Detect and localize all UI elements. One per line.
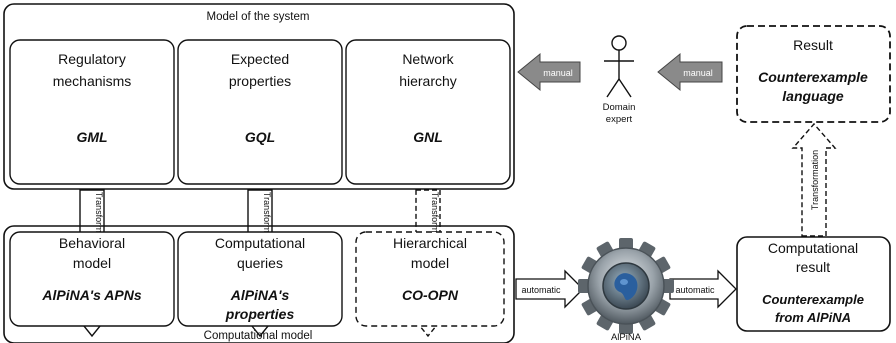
queries-line2: queries xyxy=(237,255,283,271)
apns-label: AlPiNA's APNs xyxy=(41,287,141,303)
properties-label-1: AlPiNA's xyxy=(230,287,290,303)
expected-line2: properties xyxy=(229,73,291,89)
stick-figure-icon xyxy=(604,35,634,98)
network-line1: Network xyxy=(402,51,454,67)
transformation-label-3: Transformation xyxy=(430,192,440,252)
system-model-title: Model of the system xyxy=(207,11,310,23)
result-line1: Counterexample xyxy=(758,69,868,85)
computational-model-title: Computational model xyxy=(204,330,313,342)
expected-box xyxy=(177,39,343,185)
automatic-arrow-1: automatic xyxy=(515,269,584,309)
system-model-group: Model of the system Regulatory mechanism… xyxy=(3,3,515,190)
gml-label: GML xyxy=(76,129,107,145)
regulatory-line1: Regulatory xyxy=(58,51,126,67)
behavioral-box xyxy=(9,231,175,327)
from-alpina-label: from AlPiNA xyxy=(775,310,851,325)
automatic-label-2: automatic xyxy=(675,285,715,295)
queries-box xyxy=(177,231,343,327)
network-box xyxy=(345,39,511,185)
manual-label-right: manual xyxy=(683,68,713,78)
properties-label-2: properties xyxy=(225,306,295,322)
network-line2: hierarchy xyxy=(399,73,457,89)
automatic-arrow-2: automatic xyxy=(669,269,737,309)
gear-icon xyxy=(578,238,674,334)
result-line2: language xyxy=(782,88,844,104)
queries-line1: Computational xyxy=(215,235,305,251)
gql-label: GQL xyxy=(245,129,275,145)
manual-arrow-right: manual xyxy=(657,52,723,92)
domain-expert-line2: expert xyxy=(606,114,633,125)
regulatory-line2: mechanisms xyxy=(53,73,132,89)
manual-label-left: manual xyxy=(543,68,573,78)
hierarchical-line2: model xyxy=(411,255,449,271)
automatic-label-1: automatic xyxy=(521,285,561,295)
result-title: Result xyxy=(793,37,833,53)
computational-model-group: Computational model Behavioral model AlP… xyxy=(3,225,515,343)
alpina-label: AlPiNA xyxy=(611,332,642,343)
expected-line1: Expected xyxy=(231,51,289,67)
transformation-label-1: Transformation xyxy=(94,192,104,252)
hierarchical-line1: Hierarchical xyxy=(393,235,467,251)
transformation-label-2: Transformation xyxy=(262,192,272,252)
regulatory-box xyxy=(9,39,175,185)
transformation-label-up: Transformation xyxy=(810,150,820,210)
domain-expert-line1: Domain xyxy=(603,102,636,113)
transformation-arrow-up: Transformation xyxy=(791,122,837,237)
computational-result-line2: result xyxy=(796,259,830,275)
gnl-label: GNL xyxy=(413,129,443,145)
hierarchical-box xyxy=(355,231,505,327)
manual-arrow-left: manual xyxy=(517,52,581,92)
behavioral-line1: Behavioral xyxy=(59,235,125,251)
computational-model-frame xyxy=(3,225,515,343)
computational-result-box: Computational result Counterexample from… xyxy=(736,236,891,332)
behavioral-line2: model xyxy=(73,255,111,271)
counterexample-label: Counterexample xyxy=(762,292,864,307)
result-box: Result Counterexample language xyxy=(736,25,891,123)
coopn-label: CO-OPN xyxy=(402,287,459,303)
computational-result-line1: Computational xyxy=(768,240,858,256)
